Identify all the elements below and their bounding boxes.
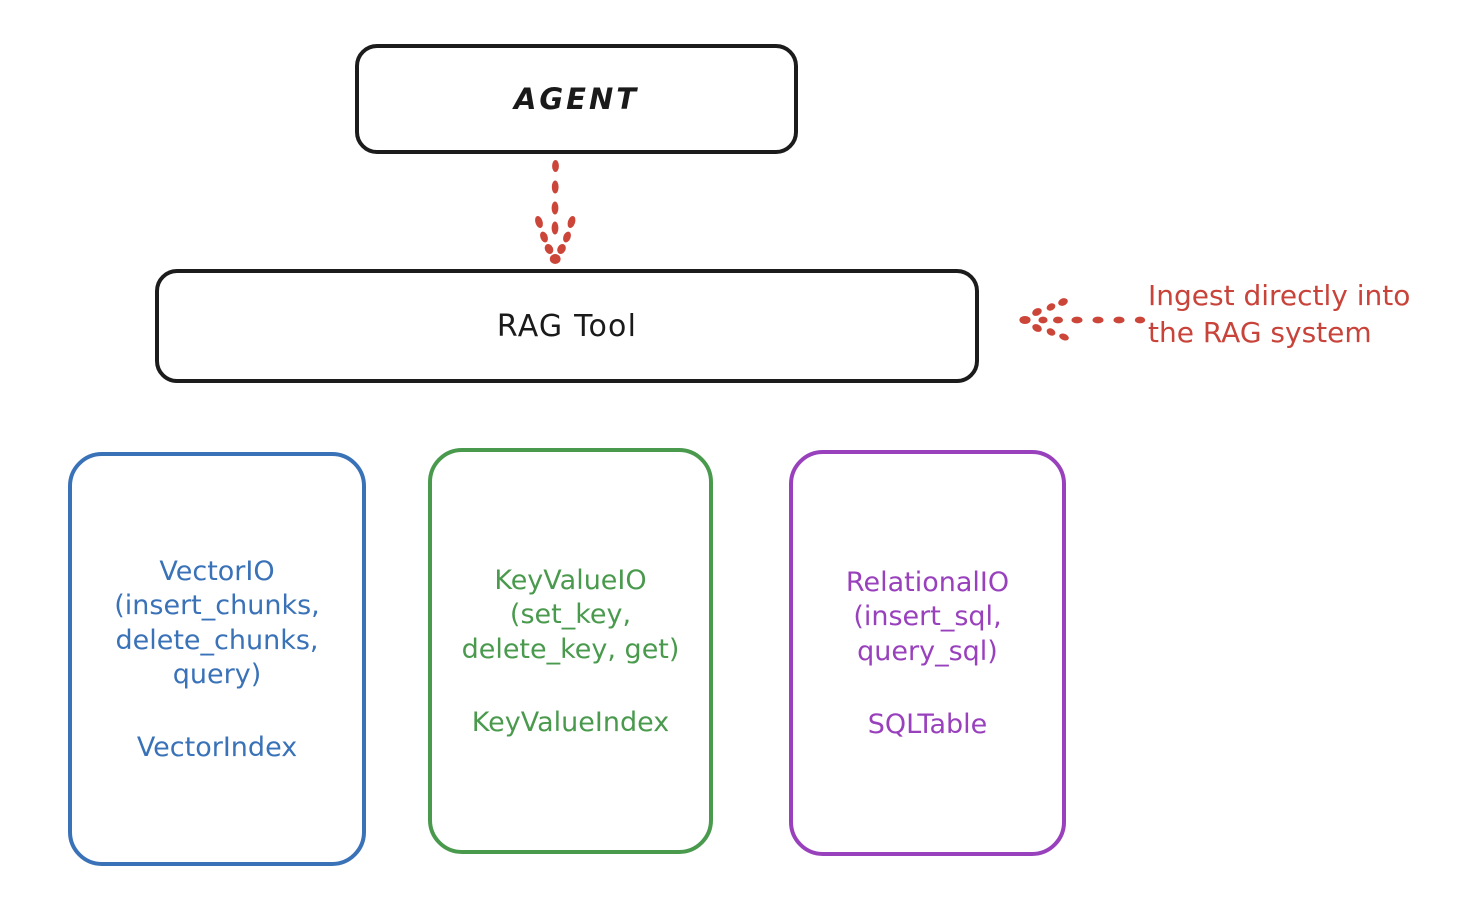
node-agent-label: AGENT: [513, 82, 640, 116]
node-vector-io[interactable]: VectorIO (insert_chunks, delete_chunks, …: [68, 452, 366, 866]
node-rag-tool[interactable]: RAG Tool: [155, 269, 979, 383]
node-key-value-io[interactable]: KeyValueIO (set_key, delete_key, get) Ke…: [428, 448, 713, 854]
node-key-value-io-api: KeyValueIO (set_key, delete_key, get): [461, 565, 680, 665]
dotted-arrow-down-icon: [518, 160, 592, 264]
annotation-ingest-directly: Ingest directly into the RAG system: [1148, 279, 1411, 349]
node-relational-io[interactable]: RelationalIO (insert_sql, query_sql) SQL…: [789, 450, 1066, 856]
node-relational-io-api: RelationalIO (insert_sql, query_sql): [845, 567, 1010, 667]
node-key-value-io-index: KeyValueIndex: [471, 706, 670, 738]
node-relational-io-index: SQLTable: [867, 708, 988, 740]
node-vector-io-api: VectorIO (insert_chunks, delete_chunks, …: [114, 556, 320, 690]
node-rag-tool-label: RAG Tool: [496, 308, 638, 344]
node-vector-io-index: VectorIndex: [136, 731, 298, 763]
dotted-arrow-left-icon: [1018, 296, 1146, 344]
node-agent[interactable]: AGENT: [355, 44, 798, 154]
